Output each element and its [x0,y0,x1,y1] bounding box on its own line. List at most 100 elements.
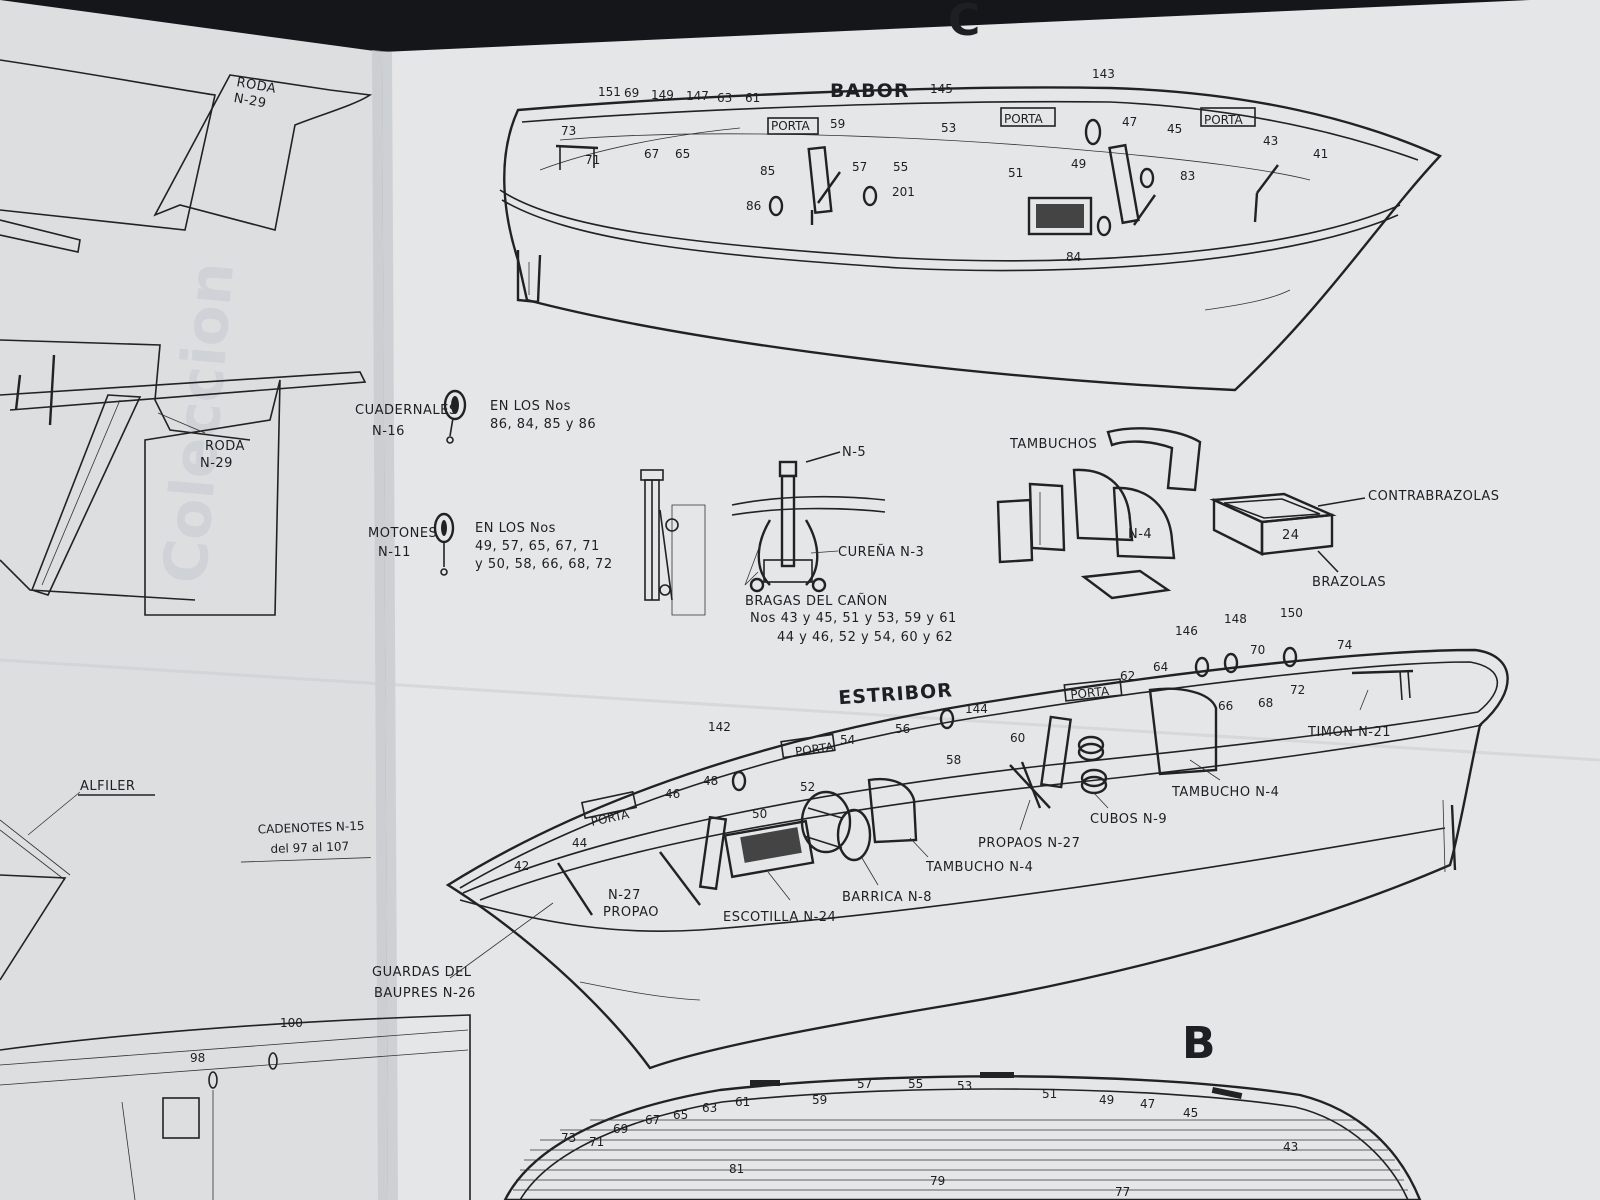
babor-title: BABOR [830,80,909,102]
svg-text:TAMBUCHO N-4: TAMBUCHO N-4 [1171,785,1279,800]
cannon-front-detail [731,451,886,593]
svg-text:PORTA: PORTA [1070,684,1111,702]
svg-text:del 97 al 107: del 97 al 107 [270,839,349,856]
svg-text:49: 49 [1071,157,1086,171]
svg-text:71: 71 [589,1135,604,1149]
svg-text:PROPAO: PROPAO [603,905,659,920]
svg-text:BARRICA N-8: BARRICA N-8 [842,890,932,905]
svg-text:BAUPRES N-26: BAUPRES N-26 [374,986,476,1001]
tambucho-parts [996,427,1202,600]
svg-text:ESCOTILLA N-24: ESCOTILLA N-24 [723,910,836,925]
svg-text:69: 69 [613,1122,628,1136]
svg-text:45: 45 [1167,122,1182,136]
svg-text:71: 71 [585,153,600,167]
svg-text:201: 201 [892,185,915,199]
svg-text:86: 86 [746,199,761,213]
svg-text:73: 73 [561,124,576,138]
svg-text:42: 42 [514,859,529,873]
svg-text:y 50, 58, 66, 68, 72: y 50, 58, 66, 68, 72 [475,557,613,572]
babor-numbers: 151 69 149 147 63 61 73 71 67 65 59 57 5… [561,67,1328,264]
moton-block-icon [433,512,455,576]
svg-text:PROPAOS N-27: PROPAOS N-27 [978,836,1080,851]
roda-mid-label: RODA N-29 [200,439,245,471]
svg-text:N-29: N-29 [233,91,268,111]
svg-text:84: 84 [1066,250,1081,264]
svg-text:PORTA: PORTA [1004,112,1044,126]
svg-text:41: 41 [1313,147,1328,161]
svg-text:52: 52 [800,780,815,794]
guardas-label: GUARDAS DEL BAUPRES N-26 [372,965,476,1001]
svg-text:RODA: RODA [205,439,245,454]
section-c-title: C [948,0,980,46]
svg-text:RODA: RODA [235,75,277,97]
svg-text:66: 66 [1218,699,1233,713]
deck-plan-b [503,1072,1422,1200]
cadenotes-label: CADENOTES N-15 del 97 al 107 [240,819,371,863]
svg-text:61: 61 [735,1095,750,1109]
babor-hull: BABOR PORTA PORTA PORTA [499,80,1443,392]
cuadernales-callout: CUADERNALES N-16 EN LOS Nos 86, 84, 85 y… [355,389,596,444]
svg-text:PORTA: PORTA [794,740,835,759]
cannon-side-detail [640,469,706,616]
svg-text:55: 55 [893,160,908,174]
estribor-numbers: 146 148 150 74 70 72 62 64 66 68 144 58 … [514,606,1352,873]
deck-planking [513,1119,1408,1191]
svg-text:60: 60 [1010,731,1025,745]
svg-text:149: 149 [651,88,674,102]
svg-text:51: 51 [1008,166,1023,180]
svg-text:69: 69 [624,86,639,100]
horizontal-fold [0,658,1600,762]
svg-text:TIMON N-21: TIMON N-21 [1307,725,1391,740]
svg-text:45: 45 [1183,1106,1198,1120]
estribor-callouts: TIMON N-21 TAMBUCHO N-4 CUBOS N-9 PROPAO… [603,689,1391,925]
svg-text:148: 148 [1224,612,1247,626]
svg-text:CUBOS N-9: CUBOS N-9 [1090,812,1167,827]
svg-text:74: 74 [1337,638,1352,652]
svg-text:N-16: N-16 [372,424,405,439]
svg-text:57: 57 [852,160,867,174]
svg-text:EN LOS Nos: EN LOS Nos [475,521,556,536]
svg-text:EN LOS Nos: EN LOS Nos [490,399,571,414]
svg-text:CUADERNALES: CUADERNALES [355,403,458,418]
svg-text:65: 65 [673,1108,688,1122]
svg-text:MOTONES: MOTONES [368,526,437,541]
svg-text:GUARDAS DEL: GUARDAS DEL [372,965,472,980]
svg-text:43: 43 [1283,1140,1298,1154]
fold-shadow [372,50,398,1200]
bragas-label: BRAGAS DEL CAÑON [745,593,888,609]
svg-text:73: 73 [561,1131,576,1145]
right-page [382,0,1600,1200]
svg-text:47: 47 [1122,115,1137,129]
svg-text:63: 63 [717,91,732,105]
svg-text:50: 50 [752,807,767,821]
svg-text:68: 68 [1258,696,1273,710]
svg-text:85: 85 [760,164,775,178]
svg-text:PORTA: PORTA [1204,113,1244,127]
hull-number-98: 98 [190,1051,205,1065]
tambuchos-label: TAMBUCHOS [1009,437,1097,452]
svg-text:65: 65 [675,147,690,161]
svg-text:46: 46 [665,787,680,801]
n24-label: 24 [1282,528,1300,543]
svg-text:77: 77 [1115,1185,1130,1199]
svg-text:TAMBUCHO N-4: TAMBUCHO N-4 [925,860,1033,875]
svg-text:86, 84, 85 y 86: 86, 84, 85 y 86 [490,417,596,432]
svg-text:CADENOTES N-15: CADENOTES N-15 [258,819,365,837]
svg-text:53: 53 [957,1079,972,1093]
svg-text:53: 53 [941,121,956,135]
svg-text:N-11: N-11 [378,545,411,560]
svg-text:61: 61 [745,91,760,105]
svg-text:144: 144 [965,702,988,716]
svg-text:64: 64 [1153,660,1168,674]
svg-text:67: 67 [645,1113,660,1127]
svg-text:143: 143 [1092,67,1115,81]
svg-text:58: 58 [946,753,961,767]
svg-text:142: 142 [708,720,731,734]
svg-text:48: 48 [703,774,718,788]
svg-text:62: 62 [1120,669,1135,683]
hull-number-100: 100 [280,1016,303,1030]
alfiler-label: ALFILER [80,779,135,794]
svg-text:145: 145 [930,82,953,96]
svg-text:43: 43 [1263,134,1278,148]
